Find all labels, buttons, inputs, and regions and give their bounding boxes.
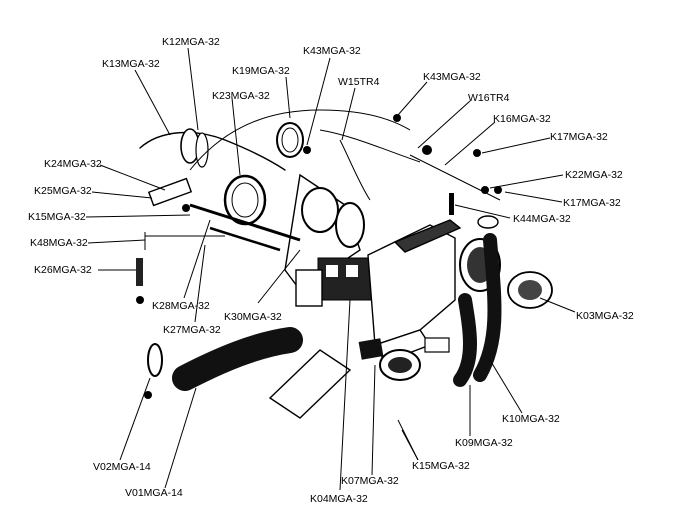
label-k13: K13MGA-32 — [102, 58, 160, 70]
label-k15-b: K15MGA-32 — [412, 460, 470, 472]
blower-motor — [507, 271, 553, 309]
label-k43-a: K43MGA-32 — [303, 45, 361, 57]
label-w16: W16TR4 — [468, 92, 510, 104]
label-k07: K07MGA-32 — [341, 475, 399, 487]
label-w15: W15TR4 — [338, 76, 380, 88]
control-cables — [189, 109, 502, 215]
hose-clip — [144, 343, 163, 399]
label-k43-b: K43MGA-32 — [423, 71, 481, 83]
label-k27: K27MGA-32 — [163, 324, 221, 336]
label-k23: K23MGA-32 — [212, 90, 270, 102]
label-v01: V01MGA-14 — [125, 487, 183, 499]
leader-lines — [85, 47, 576, 491]
ring-clip-upper — [276, 122, 304, 158]
label-k15-a: K15MGA-32 — [28, 211, 86, 223]
label-v02: V02MGA-14 — [93, 461, 151, 473]
label-k28: K28MGA-32 — [152, 300, 210, 312]
label-k17-b: K17MGA-32 — [563, 197, 621, 209]
upper-hose — [139, 128, 286, 171]
label-k09: K09MGA-32 — [455, 437, 513, 449]
label-k10: K10MGA-32 — [502, 413, 560, 425]
label-k03: K03MGA-32 — [576, 310, 634, 322]
label-k24: K24MGA-32 — [44, 158, 102, 170]
vent-grille — [379, 337, 450, 381]
label-k04: K04MGA-32 — [310, 493, 368, 505]
gasket-plate — [268, 349, 352, 419]
label-k48: K48MGA-32 — [30, 237, 88, 249]
label-k16: K16MGA-32 — [493, 113, 551, 125]
lower-hose — [172, 327, 303, 391]
duct-ring — [223, 174, 267, 226]
label-k17-a: K17MGA-32 — [550, 131, 608, 143]
label-k44: K44MGA-32 — [513, 213, 571, 225]
label-k25: K25MGA-32 — [34, 185, 92, 197]
label-k26: K26MGA-32 — [34, 264, 92, 276]
label-k30: K30MGA-32 — [224, 311, 282, 323]
outlet-hoses — [453, 233, 502, 387]
control-box — [295, 257, 379, 307]
label-k19: K19MGA-32 — [232, 65, 290, 77]
label-k12: K12MGA-32 — [162, 36, 220, 48]
part-labels: K12MGA-32 K13MGA-32 K19MGA-32 K43MGA-32 … — [28, 36, 634, 505]
label-k22: K22MGA-32 — [565, 169, 623, 181]
control-rods — [136, 177, 301, 304]
